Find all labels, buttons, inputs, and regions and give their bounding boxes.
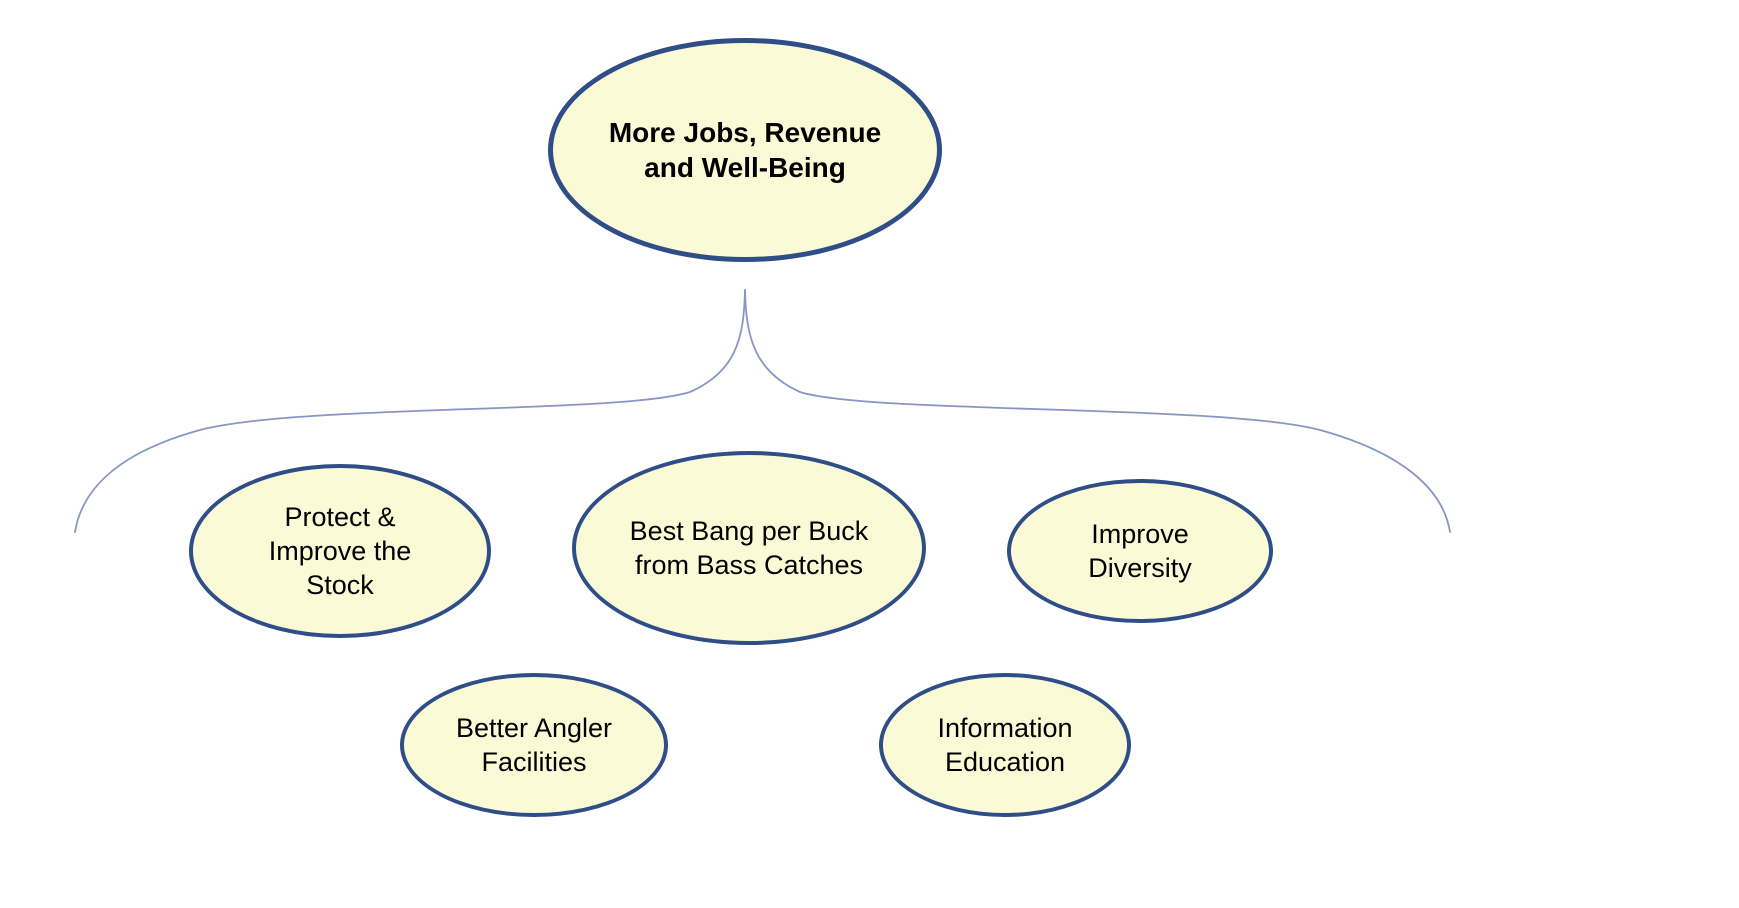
node-protect-improve-stock-label: Protect & Improve the Stock <box>268 501 412 600</box>
node-information-education-label: Information Education <box>937 712 1073 777</box>
node-improve-diversity[interactable]: Improve Diversity <box>1007 479 1273 623</box>
node-root[interactable]: More Jobs, Revenue and Well-Being <box>548 38 942 262</box>
node-best-bang-per-buck[interactable]: Best Bang per Buck from Bass Catches <box>572 451 926 645</box>
node-better-angler-facilities-label: Better Angler Facilities <box>455 712 613 777</box>
node-improve-diversity-label: Improve Diversity <box>1088 518 1192 583</box>
node-root-label: More Jobs, Revenue and Well-Being <box>608 116 882 183</box>
node-protect-improve-stock[interactable]: Protect & Improve the Stock <box>189 464 491 638</box>
node-better-angler-facilities[interactable]: Better Angler Facilities <box>400 673 668 817</box>
node-information-education[interactable]: Information Education <box>879 673 1131 817</box>
node-best-bang-per-buck-label: Best Bang per Buck from Bass Catches <box>629 515 869 580</box>
